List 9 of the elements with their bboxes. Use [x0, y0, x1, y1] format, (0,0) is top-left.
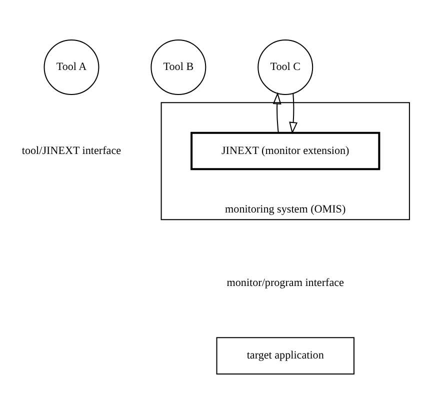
arrow [272, 92, 282, 132]
node-circle: Tool B [150, 39, 206, 95]
node-box: JINEXT (monitor extension) [190, 131, 380, 170]
node-circle: Tool A [44, 39, 100, 95]
node-circle: Tool C [258, 39, 314, 95]
label: tool/JINEXT interface [22, 144, 122, 156]
node-box: target application [216, 336, 354, 374]
arrow [289, 93, 298, 134]
label: monitor/program interface [226, 276, 344, 288]
